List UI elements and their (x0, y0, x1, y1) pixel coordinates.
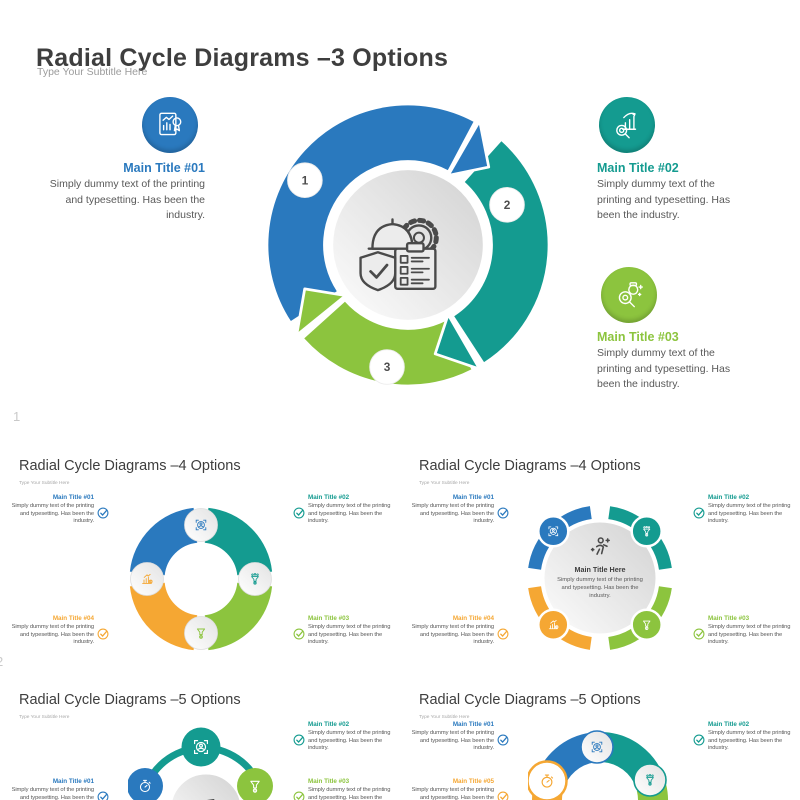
thumb-item: Main Title #03 Simply dummy text of the … (308, 778, 391, 800)
band-diagram-5 (528, 730, 668, 800)
thumb-item: Main Title #01 Simply dummy text of the … (11, 778, 95, 800)
thumb-item: Main Title #04 Simply dummy text of the … (411, 615, 495, 646)
feature-body: Simply dummy text of the printing and ty… (49, 178, 205, 221)
thumb-item: Main Title #01 Simply dummy text of the … (411, 494, 495, 525)
check-icon (293, 628, 305, 640)
thumb-title: Radial Cycle Diagrams –5 Options (419, 692, 641, 708)
check-icon (693, 628, 705, 640)
thumb-item: Main Title #03 Simply dummy text of the … (708, 615, 791, 646)
thumb-item: Main Title #03 Simply dummy text of the … (308, 615, 391, 646)
feature-title: Main Title #03 (597, 330, 679, 344)
check-icon (293, 734, 305, 746)
thumb-item: Main Title #02 Simply dummy text of the … (308, 494, 391, 525)
thumb-subtitle: Type Your Subtitle Here (19, 715, 70, 720)
thumb-item: Main Title #04 Simply dummy text of the … (11, 615, 95, 646)
check-icon (97, 507, 109, 519)
thumb-title: Radial Cycle Diagrams –4 Options (19, 458, 241, 474)
thumb-item: Main Title #01 Simply dummy text of the … (411, 721, 495, 752)
step-number: 2 (504, 198, 511, 212)
badge-search-icon (601, 267, 657, 323)
donut-diagram-4 (129, 507, 273, 651)
check-icon (497, 628, 509, 640)
check-icon (97, 628, 109, 640)
thumb-item: Main Title #01 Simply dummy text of the … (11, 494, 95, 525)
thumb-item: Main Title #02 Simply dummy text of the … (708, 721, 791, 752)
thumb-item: Main Title #02 Simply dummy text of the … (708, 494, 791, 525)
feature-title: Main Title #01 (123, 161, 205, 175)
page-subtitle: Type Your Subtitle Here (37, 66, 148, 78)
check-icon (693, 734, 705, 746)
feature-body: Simply dummy text of the printing and ty… (597, 347, 731, 390)
chart-search-icon (599, 97, 655, 153)
check-icon (497, 791, 509, 800)
center-title: Main Title Here (574, 565, 626, 574)
thumb-subtitle: Type Your Subtitle Here (19, 481, 70, 486)
page-title: Radial Cycle Diagrams –3 Options (36, 43, 449, 72)
thumb-title: Radial Cycle Diagrams –4 Options (419, 458, 641, 474)
radial-cycle-diagram-3: 1 2 3 (268, 105, 548, 385)
ring-diagram-4 (528, 506, 672, 650)
thumb-subtitle: Type Your Subtitle Here (419, 481, 470, 486)
person-sparkle-icon (589, 536, 611, 558)
thumb-item: Main Title #05 Simply dummy text of the … (411, 778, 495, 800)
thumb-item: Main Title #02 Simply dummy text of the … (308, 721, 391, 752)
page-marker: 2 (0, 654, 3, 669)
thumb-title: Radial Cycle Diagrams –5 Options (19, 692, 241, 708)
check-icon (497, 734, 509, 746)
step-number: 1 (302, 173, 309, 187)
check-icon (97, 791, 109, 800)
feature-title: Main Title #02 (597, 161, 679, 175)
center-body: Simply dummy text of the printing and ty… (557, 577, 643, 599)
check-icon (693, 507, 705, 519)
report-chart-icon (142, 97, 198, 153)
circle-ring-diagram-5 (128, 727, 273, 800)
check-icon (497, 507, 509, 519)
step-badges: 1 2 3 (287, 162, 525, 385)
page-marker: 1 (13, 409, 21, 424)
thumb-subtitle: Type Your Subtitle Here (419, 715, 470, 720)
step-number: 3 (384, 360, 391, 374)
check-icon (293, 791, 305, 800)
safety-compliance-icon (359, 217, 439, 292)
check-icon (293, 507, 305, 519)
feature-body: Simply dummy text of the printing and ty… (597, 178, 731, 221)
